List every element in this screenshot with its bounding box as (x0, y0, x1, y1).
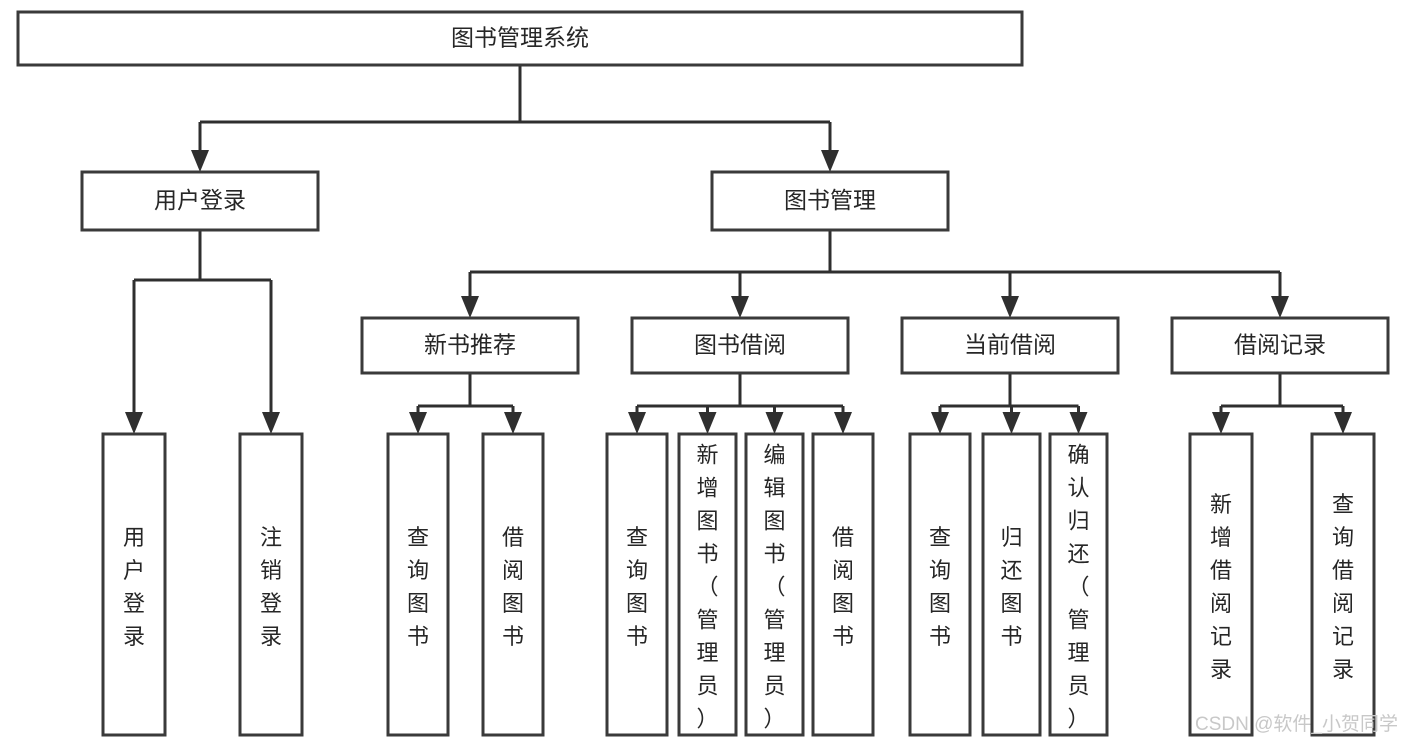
node-leaf-add-record[interactable]: 新增借阅记录 (1188, 432, 1254, 737)
node-root[interactable]: 图书管理系统 (16, 10, 1024, 67)
node-label-root: 图书管理系统 (451, 25, 589, 51)
connector-book_borrow (628, 373, 852, 434)
connector-user_login (125, 230, 280, 434)
node-label-leaf-borrow-book-2: 借阅图书 (832, 525, 854, 649)
node-leaf-borrow-book-1[interactable]: 借阅图书 (481, 432, 545, 737)
connector-root (191, 65, 839, 172)
node-label-leaf-query-record: 查询借阅记录 (1332, 492, 1354, 682)
node-label-leaf-confirm-return: 确认归还（管理员） (1067, 442, 1089, 731)
node-label-leaf-query-book-3: 查询图书 (929, 525, 951, 649)
node-leaf-logout[interactable]: 注销登录 (238, 432, 304, 737)
node-label-book-borrow: 图书借阅 (694, 332, 786, 358)
node-current-borrow[interactable]: 当前借阅 (900, 316, 1120, 375)
node-label-leaf-edit-book: 编辑图书（管理员） (763, 442, 785, 731)
node-label-borrow-record: 借阅记录 (1234, 332, 1326, 358)
node-leaf-query-book-3[interactable]: 查询图书 (908, 432, 972, 737)
node-label-user-login: 用户登录 (154, 187, 246, 213)
node-book-borrow[interactable]: 图书借阅 (630, 316, 850, 375)
node-leaf-edit-book[interactable]: 编辑图书（管理员） (744, 432, 805, 737)
connector-new_book_rec (409, 373, 522, 434)
node-label-leaf-query-book-1: 查询图书 (407, 525, 429, 649)
node-label-new-book-rec: 新书推荐 (424, 332, 516, 358)
node-leaf-user-login[interactable]: 用户登录 (101, 432, 167, 737)
node-book-manage[interactable]: 图书管理 (710, 170, 950, 232)
node-label-current-borrow: 当前借阅 (964, 332, 1056, 358)
node-label-leaf-borrow-book-1: 借阅图书 (502, 525, 524, 649)
node-user-login[interactable]: 用户登录 (80, 170, 320, 232)
node-label-leaf-add-book: 新增图书（管理员） (696, 442, 718, 731)
csdn-watermark: CSDN @软件_小贺同学 (1195, 713, 1398, 735)
node-leaf-query-record[interactable]: 查询借阅记录 (1310, 432, 1376, 737)
connector-current_borrow (931, 373, 1088, 434)
node-leaf-query-book-2[interactable]: 查询图书 (605, 432, 669, 737)
connector-borrow_record (1212, 373, 1352, 434)
node-leaf-query-book-1[interactable]: 查询图书 (386, 432, 450, 737)
node-label-leaf-add-record: 新增借阅记录 (1210, 492, 1232, 682)
node-leaf-add-book[interactable]: 新增图书（管理员） (677, 432, 738, 737)
connector-book_manage (461, 230, 1289, 318)
connector-layer (125, 65, 1352, 434)
node-leaf-borrow-book-2[interactable]: 借阅图书 (811, 432, 875, 737)
node-layer: 图书管理系统用户登录图书管理新书推荐图书借阅当前借阅借阅记录用户登录注销登录查询… (16, 10, 1390, 737)
node-label-leaf-logout: 注销登录 (260, 525, 282, 649)
node-leaf-confirm-return[interactable]: 确认归还（管理员） (1048, 432, 1109, 737)
node-borrow-record[interactable]: 借阅记录 (1170, 316, 1390, 375)
node-label-leaf-return-book: 归还图书 (1000, 525, 1022, 649)
node-new-book-rec[interactable]: 新书推荐 (360, 316, 580, 375)
node-label-book-manage: 图书管理 (784, 187, 876, 213)
node-label-leaf-user-login: 用户登录 (123, 525, 145, 649)
node-leaf-return-book[interactable]: 归还图书 (981, 432, 1042, 737)
node-label-leaf-query-book-2: 查询图书 (626, 525, 648, 649)
